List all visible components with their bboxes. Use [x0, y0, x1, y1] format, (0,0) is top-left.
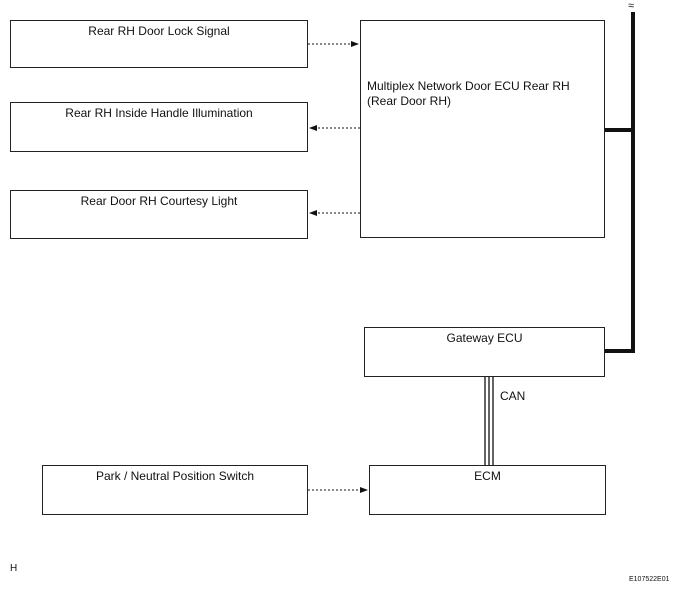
- ecm-box: ECM: [369, 465, 606, 515]
- figure-code: E107522E01: [629, 576, 670, 583]
- rear-door-rh-courtesy-light-box: Rear Door RH Courtesy Light: [10, 190, 308, 239]
- gateway-ecu-box: Gateway ECU: [364, 327, 605, 377]
- park-neutral-position-switch-label: Park / Neutral Position Switch: [95, 469, 255, 483]
- corner-letter: H: [10, 563, 18, 574]
- gateway-ecu-label: Gateway ECU: [446, 331, 523, 345]
- ecu-rear-rh-label-line2: (Rear Door RH): [367, 94, 452, 108]
- can-label: CAN: [500, 389, 526, 403]
- rear-rh-door-lock-signal-box: Rear RH Door Lock Signal: [10, 20, 308, 68]
- rear-rh-inside-handle-illumination-label: Rear RH Inside Handle Illumination: [65, 106, 253, 120]
- rear-rh-door-lock-signal-label: Rear RH Door Lock Signal: [88, 24, 230, 38]
- break-mark: ≈: [628, 0, 635, 12]
- multiplex-network-door-ecu-rear-rh-label: Multiplex Network Door ECU Rear RH (Rear…: [361, 79, 602, 109]
- ecm-label: ECM: [474, 469, 501, 483]
- rear-rh-inside-handle-illumination-box: Rear RH Inside Handle Illumination: [10, 102, 308, 152]
- rear-door-rh-courtesy-light-label: Rear Door RH Courtesy Light: [80, 194, 238, 208]
- ecu-rear-rh-label-line1: Multiplex Network Door ECU Rear RH: [367, 79, 570, 93]
- park-neutral-position-switch-box: Park / Neutral Position Switch: [42, 465, 308, 515]
- multiplex-network-door-ecu-rear-rh-box: Multiplex Network Door ECU Rear RH (Rear…: [360, 20, 605, 238]
